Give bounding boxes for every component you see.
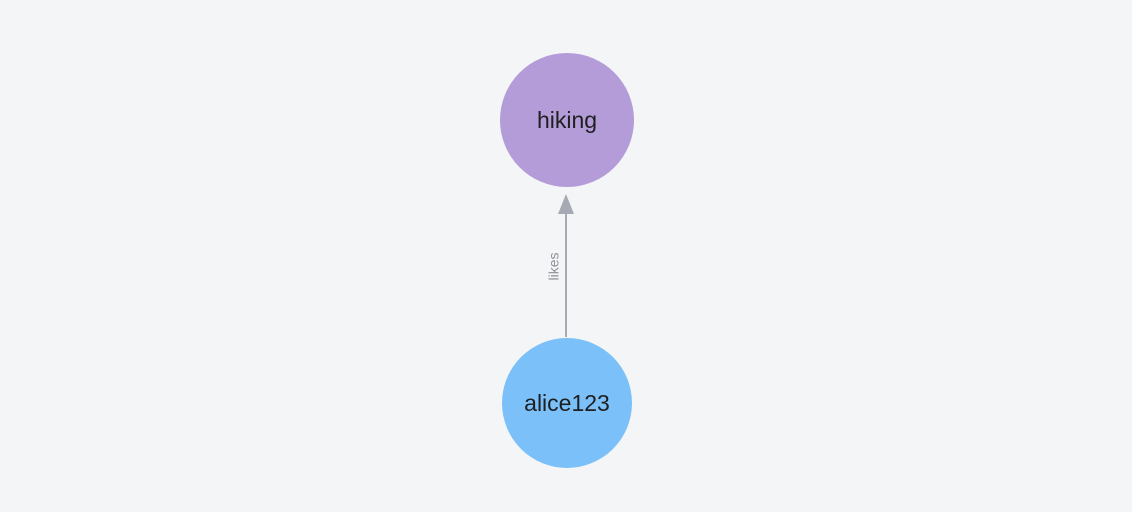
edge-label: likes [545,252,562,281]
node-label: hiking [536,106,598,133]
node-hiking[interactable]: hiking [500,53,634,187]
edge-line [565,212,567,337]
node-alice123[interactable]: alice123 [502,338,632,468]
node-label: alice123 [524,389,610,416]
arrow-up-icon [558,194,574,214]
